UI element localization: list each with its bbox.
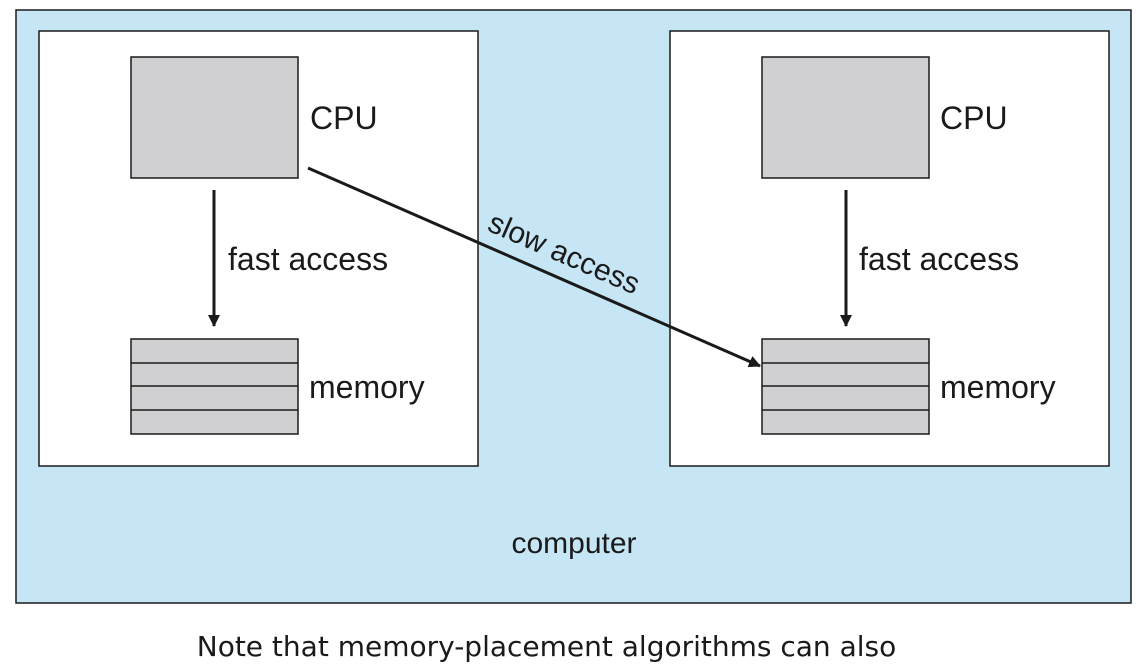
left-memory-label: memory xyxy=(309,369,425,405)
right-memory-block xyxy=(761,338,930,435)
computer-label: computer xyxy=(511,527,636,560)
left-memory-block xyxy=(130,338,299,435)
right-cpu-block xyxy=(761,56,930,179)
caption-text: Note that memory-placement algorithms ca… xyxy=(196,630,897,663)
left-cpu-label: CPU xyxy=(310,100,378,136)
right-fast-access-label: fast access xyxy=(859,241,1019,277)
slow-access-arrow xyxy=(307,166,761,368)
left-fast-access-label: fast access xyxy=(228,241,388,277)
right-cpu-label: CPU xyxy=(940,100,1008,136)
right-memory-label: memory xyxy=(940,369,1056,405)
left-cpu-block xyxy=(130,56,299,179)
